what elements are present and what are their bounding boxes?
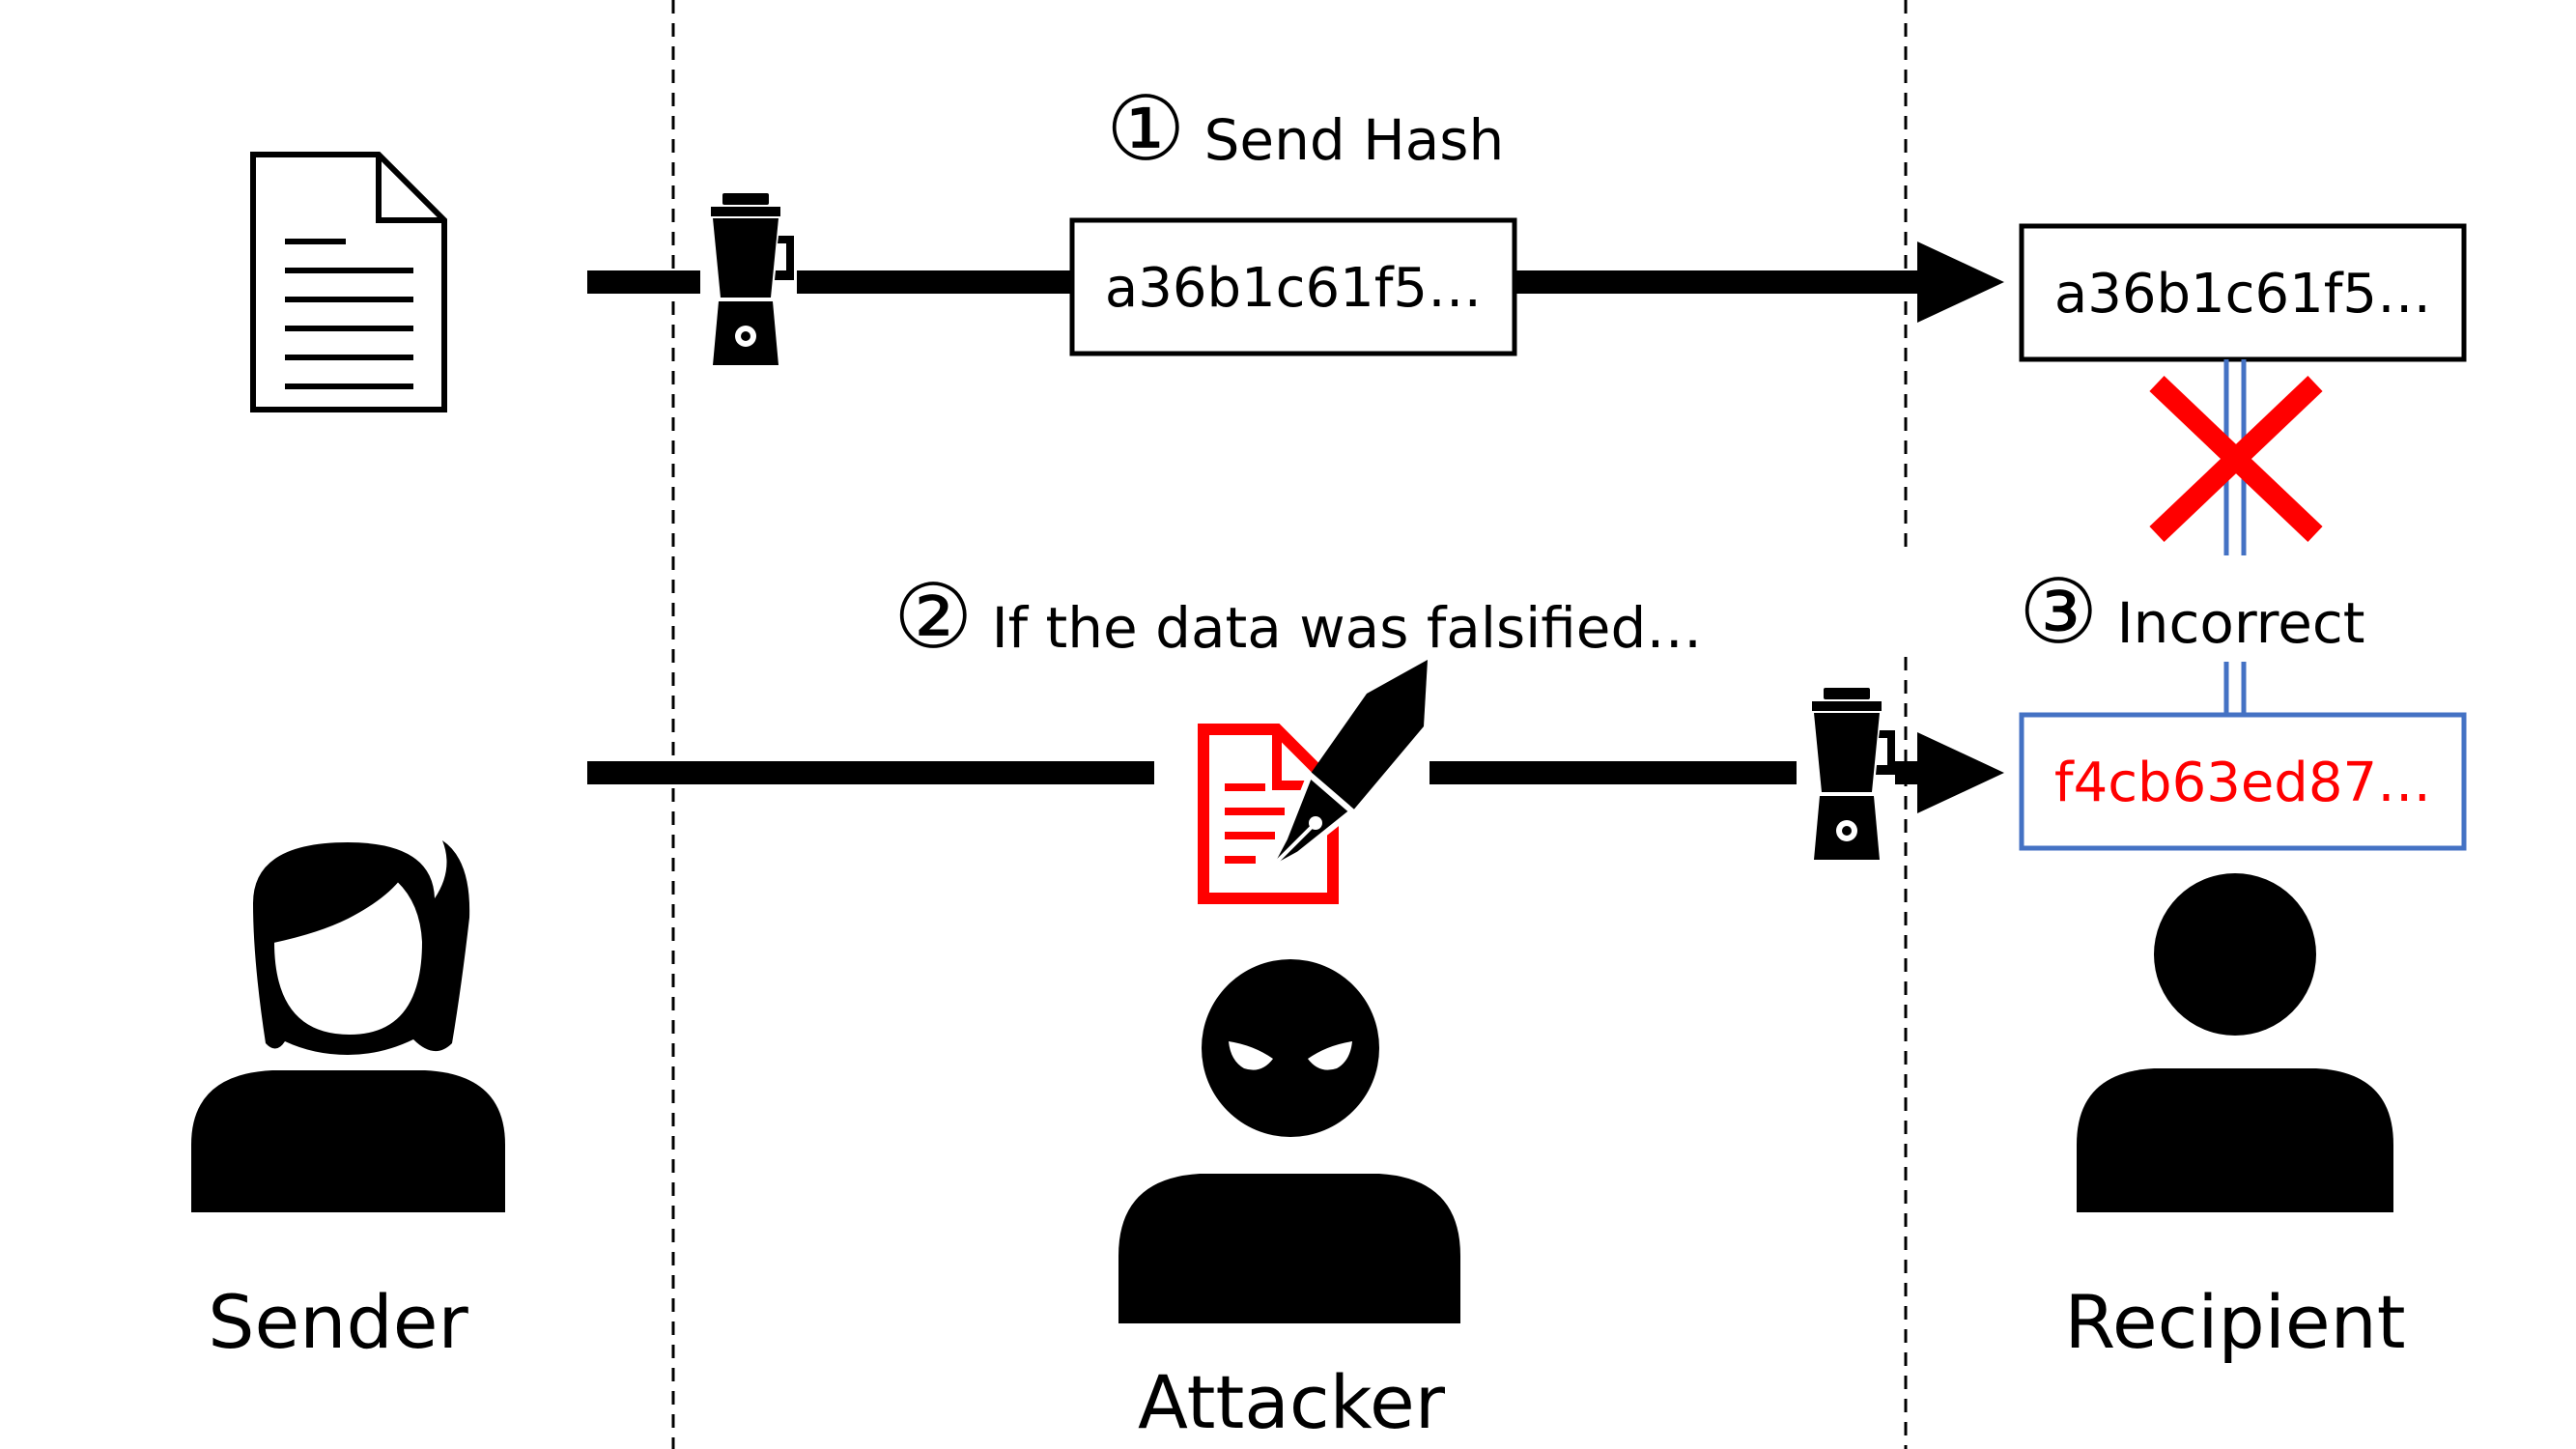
sender-label: Sender (208, 1279, 468, 1365)
hash-box-recomputed (2019, 712, 2467, 851)
fountain-pen-icon (1264, 660, 1428, 874)
hash-box-received (2019, 223, 2467, 362)
row2-arrowhead (1917, 732, 2004, 813)
step2-text: If the data was falsified… (992, 595, 1703, 661)
recipient-label: Recipient (2064, 1279, 2405, 1365)
attacker-label: Attacker (1138, 1359, 1446, 1445)
step1-label: ① Send Hash (1106, 77, 1504, 181)
step1-text: Send Hash (1204, 107, 1505, 173)
user-icon (2077, 873, 2393, 1212)
row1-arrowhead (1917, 242, 2004, 323)
step2-number: ② (893, 565, 973, 668)
masked-attacker-icon (1118, 959, 1460, 1323)
step3-text: Incorrect (2117, 590, 2365, 656)
woman-user-icon (191, 840, 505, 1212)
hash-received-text: a36b1c61f5… (2054, 263, 2431, 326)
hash-box-sent (1069, 217, 1517, 356)
step3-number: ③ (2019, 560, 2098, 664)
red-x-icon (2149, 376, 2323, 542)
hash-recomputed-text: f4cb63ed87… (2054, 752, 2431, 814)
blender-icon-sender (711, 193, 794, 365)
step3-label: ③ Incorrect (2019, 560, 2365, 664)
step1-number: ① (1106, 77, 1185, 181)
step2-label: ② If the data was falsified… (893, 565, 1702, 668)
document-icon (250, 152, 447, 412)
blender-icon-attacker (1812, 688, 1895, 860)
hash-sent-text: a36b1c61f5… (1105, 257, 1482, 320)
comparison-double-line (2223, 359, 2247, 715)
